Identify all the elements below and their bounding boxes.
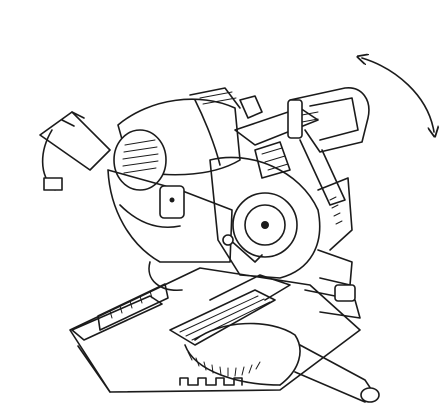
saw-base	[69, 267, 380, 403]
rotate-arrow-icon	[362, 58, 434, 132]
hold-down-clamp	[39, 111, 111, 191]
rear-knob	[239, 95, 291, 179]
saw-motor	[113, 87, 241, 191]
saw-arm	[107, 169, 233, 291]
blade-guard	[209, 156, 321, 279]
saw-handle	[234, 87, 370, 302]
